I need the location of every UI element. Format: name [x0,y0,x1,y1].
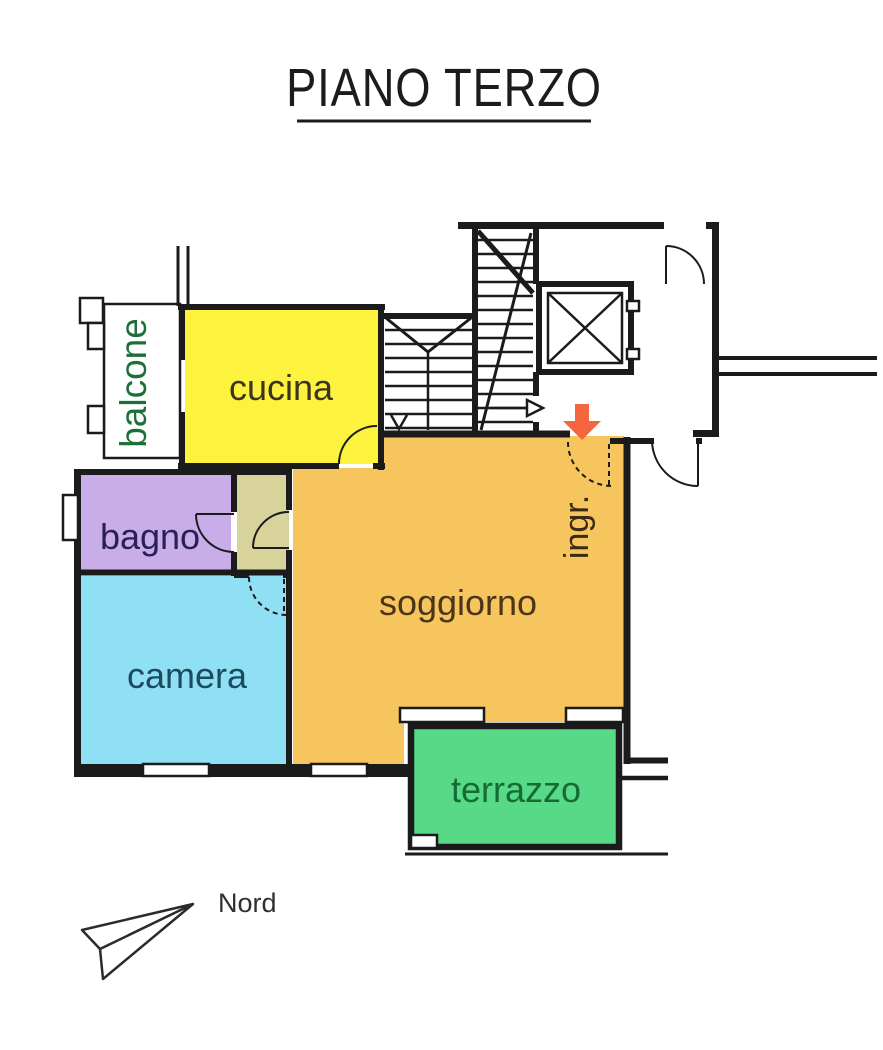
room-labels: cucina bagno camera soggiorno terrazzo b… [100,318,596,810]
terrazzo-notch [409,833,439,850]
door-arc-camera [248,576,288,616]
room-label-camera: camera [127,655,248,696]
window-bagno [61,493,80,542]
door-arc-cucina [338,425,378,465]
window-soggiorno-terrace-left [398,706,486,724]
door-arc-disimpegno [252,511,290,549]
window-soggiorno-terrace-right [564,706,625,724]
door-arc-neighbor-top [665,245,705,285]
window-soggiorno-left [309,762,369,778]
entry-arrow [563,404,601,440]
elevator-cab [546,291,624,365]
room-label-bagno: bagno [100,516,200,557]
room-camera [80,576,289,766]
stair-direction-arrow [525,397,546,419]
door-arc-neighbor-bottom [651,439,699,487]
windows [61,296,625,850]
balcony-pier-corner [78,296,105,325]
stair-cut-line [476,229,535,295]
balcony-pier-2 [86,404,106,435]
door-arc-bagno [195,513,235,553]
title-text: PIANO TERZO [286,57,602,118]
room-label-balcone: balcone [113,318,154,448]
doors [195,245,705,616]
stair-down-arrow [389,414,409,432]
wall-right-stubs [719,356,877,376]
room-cucina [185,310,378,464]
room-label-terrazzo: terrazzo [451,769,581,810]
entrance-label: ingr. [558,495,596,559]
north-compass: Nord [80,888,277,981]
stair-flight-right [476,229,546,431]
room-terrazzo [407,722,623,851]
room-label-soggiorno: soggiorno [379,582,537,623]
room-balcone [102,302,182,460]
window-camera [141,762,211,778]
elevator [536,281,641,375]
elevator-cross [547,292,623,364]
room-soggiorno [293,436,624,764]
elevator-door-notch-1 [625,299,641,313]
stair-diagonal [479,232,533,431]
room-label-cucina: cucina [229,367,334,408]
elevator-door-notch-2 [625,347,641,361]
room-fills [80,302,624,851]
stair-flight-left [385,316,472,432]
stair-break-lines [385,316,472,354]
balcony-pier-1 [86,321,106,351]
page-title: PIANO TERZO [286,57,602,123]
wall-top-stub [176,246,190,306]
room-bagno [80,475,231,573]
stairwell [385,229,546,432]
north-arrow [80,902,195,981]
north-label: Nord [218,888,277,918]
